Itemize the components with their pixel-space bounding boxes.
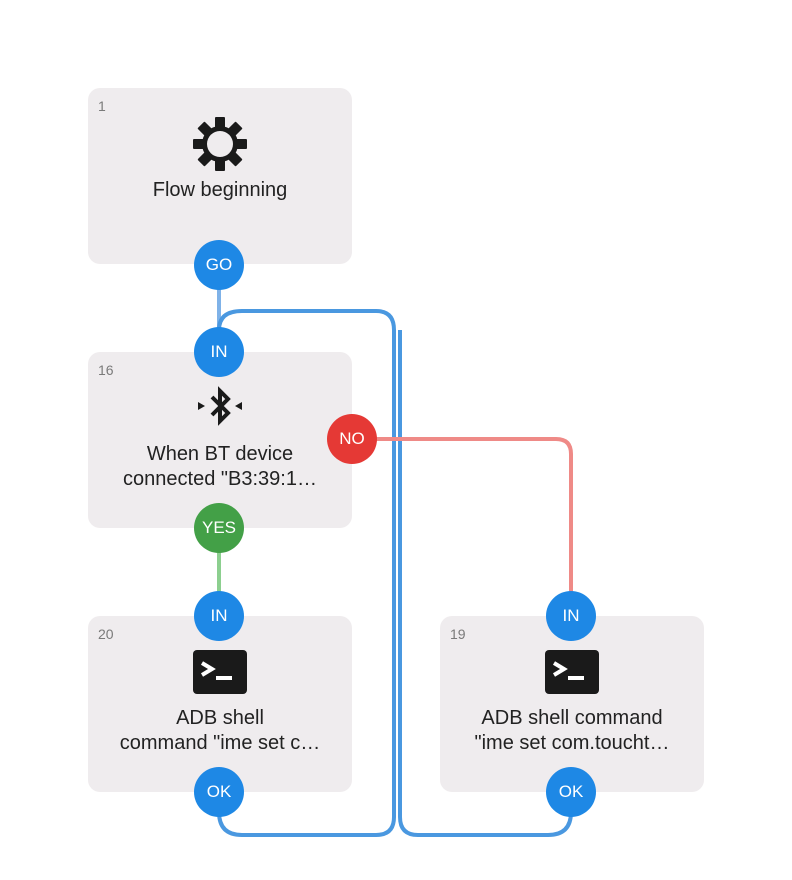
port-ok-block-20[interactable]: OK (194, 767, 244, 817)
port-yes-block-16[interactable]: YES (194, 503, 244, 553)
block-title: Flow beginning (152, 179, 288, 201)
connector-no-to-19 (352, 437, 573, 616)
port-in-block-20[interactable]: IN (194, 591, 244, 641)
block-title: ADB shell command "ime set com.toucht… (474, 707, 670, 754)
connector-ok20-loop-to-16 (217, 309, 396, 837)
block-title: When BT device connected "B3:39:1… (123, 443, 317, 490)
block-number: 19 (450, 626, 466, 642)
block-number: 20 (98, 626, 114, 642)
gear-icon (88, 114, 352, 174)
terminal-icon (440, 642, 704, 702)
port-no-block-16[interactable]: NO (327, 414, 377, 464)
terminal-icon (88, 642, 352, 702)
port-in-block-19[interactable]: IN (546, 591, 596, 641)
port-ok-block-19[interactable]: OK (546, 767, 596, 817)
block-adb-shell-20[interactable]: 20 ADB shell command "ime set c… (88, 616, 352, 792)
port-in-block-16[interactable]: IN (194, 327, 244, 377)
block-number: 16 (98, 362, 114, 378)
port-go-block-1[interactable]: GO (194, 240, 244, 290)
bluetooth-icon (88, 378, 352, 438)
block-when-bt-connected[interactable]: 16 When BT device connected "B3:39:1… (88, 352, 352, 528)
block-title: ADB shell command "ime set c… (119, 707, 321, 754)
block-number: 1 (98, 98, 106, 114)
block-flow-beginning[interactable]: 1 (88, 88, 352, 264)
connector-ok19-loop-to-16 (398, 330, 573, 837)
block-adb-shell-19[interactable]: 19 ADB shell command "ime set com.toucht… (440, 616, 704, 792)
